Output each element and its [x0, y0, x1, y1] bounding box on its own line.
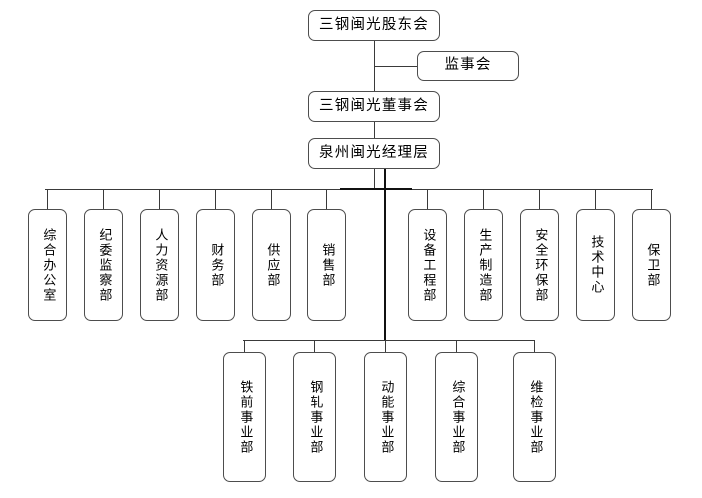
- node-label: 保卫部: [644, 242, 660, 288]
- node-department-technology-center[interactable]: 技术中心: [576, 209, 615, 321]
- node-label: 纪委监察部: [96, 227, 112, 303]
- node-department-finance[interactable]: 财务部: [196, 209, 235, 321]
- node-label: 三钢闽光董事会: [319, 97, 429, 114]
- drop-line-dept-2: [103, 189, 104, 210]
- node-department-production-manufacturing[interactable]: 生产制造部: [464, 209, 503, 321]
- main-trunk-line: [384, 168, 386, 341]
- drop-line-dept-5: [271, 189, 272, 210]
- drop-line-dept-6: [326, 189, 327, 210]
- drop-line-dept-4: [215, 189, 216, 210]
- drop-line-dept-1: [47, 189, 48, 210]
- connector-shareholders-to-supervisors: [374, 66, 418, 67]
- node-label: 财务部: [208, 242, 224, 288]
- department-bus-bold-segment: [340, 188, 412, 190]
- business-unit-bus-line: [243, 340, 535, 341]
- drop-line-dept-11: [651, 189, 652, 210]
- node-label: 综合事业部: [449, 379, 465, 455]
- node-label: 安全环保部: [532, 227, 548, 303]
- node-department-safety-environment[interactable]: 安全环保部: [520, 209, 559, 321]
- node-shareholders-meeting[interactable]: 三钢闽光股东会: [308, 10, 440, 41]
- drop-line-bu-4: [456, 340, 457, 353]
- drop-line-bu-1: [244, 340, 245, 353]
- node-department-general-office[interactable]: 综合办公室: [28, 209, 67, 321]
- node-department-security[interactable]: 保卫部: [632, 209, 671, 321]
- node-label: 泉州闽光经理层: [319, 144, 429, 161]
- node-label: 监事会: [444, 57, 492, 74]
- node-label: 生产制造部: [476, 227, 492, 303]
- node-business-unit-energy[interactable]: 动能事业部: [364, 352, 407, 482]
- node-department-supply[interactable]: 供应部: [252, 209, 291, 321]
- node-department-sales[interactable]: 销售部: [307, 209, 346, 321]
- node-board-of-directors[interactable]: 三钢闽光董事会: [308, 91, 440, 122]
- node-department-human-resources[interactable]: 人力资源部: [140, 209, 179, 321]
- node-label: 铁前事业部: [237, 379, 253, 455]
- node-board-of-supervisors[interactable]: 监事会: [417, 51, 519, 81]
- drop-line-dept-7: [427, 189, 428, 210]
- drop-line-bu-3: [385, 340, 386, 353]
- node-business-unit-maintenance[interactable]: 维检事业部: [513, 352, 556, 482]
- node-label: 综合办公室: [40, 227, 56, 303]
- drop-line-bu-5: [534, 340, 535, 353]
- connector-board-to-management: [374, 122, 375, 139]
- drop-line-dept-3: [159, 189, 160, 210]
- node-business-unit-steel-rolling[interactable]: 钢轧事业部: [293, 352, 336, 482]
- node-business-unit-ironmaking[interactable]: 铁前事业部: [223, 352, 266, 482]
- node-management-layer[interactable]: 泉州闽光经理层: [308, 138, 440, 169]
- drop-line-dept-10: [595, 189, 596, 210]
- connector-management-to-bus: [374, 169, 375, 190]
- drop-line-bu-2: [314, 340, 315, 353]
- node-department-equipment-engineering[interactable]: 设备工程部: [408, 209, 447, 321]
- node-label: 技术中心: [588, 235, 604, 295]
- node-label: 供应部: [264, 242, 280, 288]
- node-label: 钢轧事业部: [307, 379, 323, 455]
- node-label: 销售部: [319, 242, 335, 288]
- node-label: 人力资源部: [152, 227, 168, 303]
- drop-line-dept-8: [483, 189, 484, 210]
- node-label: 维检事业部: [527, 379, 543, 455]
- node-label: 三钢闽光股东会: [319, 16, 429, 33]
- node-label: 动能事业部: [378, 379, 394, 455]
- node-department-discipline-inspection[interactable]: 纪委监察部: [84, 209, 123, 321]
- drop-line-dept-9: [539, 189, 540, 210]
- node-label: 设备工程部: [420, 227, 436, 303]
- node-business-unit-general[interactable]: 综合事业部: [435, 352, 478, 482]
